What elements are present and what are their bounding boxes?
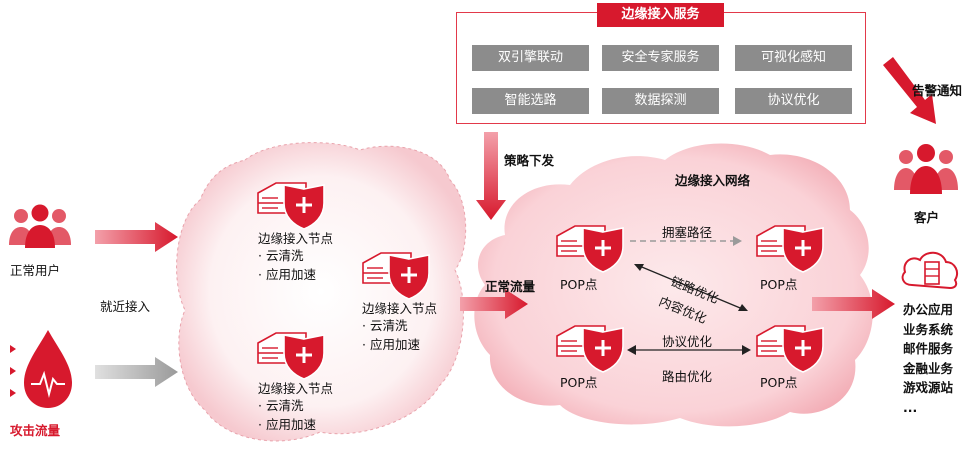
- business-item-office: 办公应用: [903, 302, 954, 317]
- business-item-mail: 邮件服务: [903, 341, 954, 356]
- alert-label: 告警通知: [912, 83, 963, 98]
- edge-node-1-item-accel: · 应用加速: [258, 267, 316, 282]
- pop-label-4: POP点: [760, 375, 798, 390]
- network-title: 边缘接入网络: [675, 173, 751, 188]
- nearby-access-label: 就近接入: [100, 299, 151, 314]
- strategy-label: 策略下发: [504, 153, 555, 168]
- arrow-to-business: [812, 289, 895, 319]
- arrow-attack-traffic: [95, 357, 178, 387]
- edge-node-3-item-accel: · 应用加速: [362, 337, 420, 352]
- edge-node-1-list: · 云清洗 · 应用加速: [258, 246, 316, 284]
- pop-label-2: POP点: [760, 277, 798, 292]
- protocol-opt-label: 协议优化: [662, 334, 713, 349]
- pop-icon-2: [756, 225, 824, 273]
- pop-label-1: POP点: [560, 277, 598, 292]
- edge-node-icon-3: [362, 252, 430, 300]
- service-tag-security-expert: 安全专家服务: [602, 45, 719, 71]
- service-tag-smart-routing: 智能选路: [472, 88, 589, 114]
- business-item-finance: 金融业务: [903, 360, 954, 376]
- edge-node-1-item-clean: · 云清洗: [258, 248, 304, 263]
- business-item-system: 业务系统: [903, 321, 954, 337]
- normal-users-label: 正常用户: [10, 263, 61, 278]
- edge-service-title: 边缘接入服务: [597, 3, 724, 27]
- users-icon: [9, 204, 71, 248]
- pop-icon-3: [556, 325, 624, 373]
- edge-node-2-list: · 云清洗 · 应用加速: [258, 396, 316, 434]
- service-tag-dual-engine: 双引擎联动: [472, 45, 589, 71]
- edge-node-2-item-accel: · 应用加速: [258, 417, 316, 432]
- edge-node-icon-1: [257, 182, 325, 230]
- edge-node-1-title: 边缘接入节点: [258, 231, 334, 246]
- business-list: 办公应用 业务系统 邮件服务 金融业务 游戏源站 ...: [903, 300, 953, 417]
- edge-node-2-title: 边缘接入节点: [258, 381, 334, 396]
- business-item-more: ...: [903, 399, 918, 415]
- pop-icon-1: [556, 225, 624, 273]
- edge-node-3-item-clean: · 云清洗: [362, 318, 408, 333]
- service-tag-protocol-opt: 协议优化: [735, 88, 852, 114]
- service-tag-visual-perception: 可视化感知: [735, 45, 852, 71]
- business-item-game: 游戏源站: [903, 380, 954, 395]
- edge-node-icon-2: [257, 332, 325, 380]
- arrow-alert: [883, 57, 936, 124]
- attack-drop-icon: [10, 330, 72, 408]
- attack-traffic-label: 攻击流量: [10, 423, 61, 438]
- congested-path-label: 拥塞路径: [662, 225, 713, 240]
- edge-cloud: [176, 142, 467, 442]
- route-opt-label: 路由优化: [662, 369, 713, 384]
- customer-label: 客户: [914, 210, 940, 225]
- link-opt-arrow: [636, 264, 746, 311]
- cloud-server-icon: [901, 251, 958, 290]
- customer-icon: [894, 144, 958, 194]
- edge-node-3-title: 边缘接入节点: [362, 301, 438, 316]
- pop-icon-4: [756, 325, 824, 373]
- normal-traffic-label: 正常流量: [485, 279, 536, 294]
- pop-label-3: POP点: [560, 375, 598, 390]
- service-tag-data-probe: 数据探测: [602, 88, 719, 114]
- edge-node-2-item-clean: · 云清洗: [258, 398, 304, 413]
- edge-node-3-list: · 云清洗 · 应用加速: [362, 316, 420, 354]
- arrow-normal-users: [95, 222, 178, 252]
- arrow-normal-traffic: [460, 289, 528, 319]
- arrow-strategy: [476, 132, 506, 220]
